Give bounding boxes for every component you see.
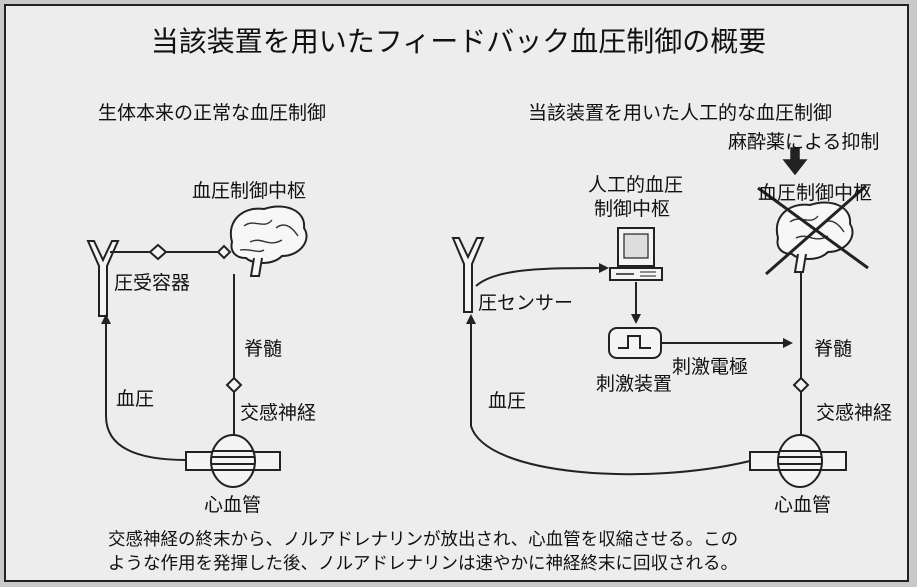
left-spinal-label: 脊髄: [244, 338, 283, 360]
left-control-center-label: 血圧制御中枢: [192, 180, 307, 202]
left-vessel-label: 心血管: [204, 494, 262, 516]
caption-line-2: ような作用を発揮した後、ノルアドレナリンは速やかに神経終末に回収される。: [108, 554, 738, 574]
right-vessel-label: 心血管: [774, 494, 832, 516]
sensor-signal-arrow: [475, 263, 609, 287]
stimulator-icon: [608, 327, 662, 359]
caption-line-1: 交感神経の終末から、ノルアドレナリンが放出され、心血管を収縮させる。この: [108, 530, 739, 550]
brain-icon: [229, 205, 308, 277]
diagram-canvas: [86, 147, 869, 488]
synapse-diamond: [225, 376, 243, 394]
synapse-diamond: [792, 376, 810, 394]
left-nerve-label: 交感神経: [240, 402, 317, 424]
pressure-sensor-label: 圧センサー: [478, 292, 574, 314]
blood-pressure-arrow: [101, 314, 187, 461]
baroreceptor-icon: [86, 240, 120, 317]
right-subtitle: 当該装置を用いた人工的な血圧制御: [528, 102, 833, 124]
inhibition-cross: [757, 186, 869, 270]
blood-vessel-icon: [749, 434, 847, 488]
baroreceptor-label: 圧受容器: [114, 272, 191, 294]
diagram-panel: 当該装置を用いたフィードバック血圧制御の概要 生体本来の正常な血圧制御 当該装置…: [4, 4, 909, 582]
left-blood-pressure-label: 血圧: [116, 388, 155, 410]
anesthesia-label: 麻酔薬による抑制: [728, 131, 880, 153]
right-blood-pressure-label: 血圧: [488, 390, 527, 412]
stimulator-label: 刺激装置: [596, 373, 673, 395]
right-nerve-label: 交感神経: [816, 402, 893, 424]
pressure-sensor-icon: [451, 237, 485, 313]
artificial-center-label-1: 人工的血圧: [588, 174, 684, 196]
electrode-label: 刺激電極: [672, 356, 749, 378]
right-spinal-label: 脊髄: [814, 338, 853, 360]
blood-pressure-arrow: [466, 314, 751, 476]
right-control-center-label: 血圧制御中枢: [758, 182, 873, 204]
artificial-center-label-2: 制御中枢: [594, 198, 671, 220]
blood-vessel-icon: [185, 434, 281, 488]
diagram-title: 当該装置を用いたフィードバック血圧制御の概要: [150, 25, 767, 58]
anesthesia-arrow: [782, 147, 808, 176]
synapse-diamond: [148, 243, 168, 261]
inhibition-cross: [765, 184, 867, 276]
suppressed-brain-icon: [775, 201, 854, 273]
left-subtitle: 生体本来の正常な血圧制御: [98, 102, 327, 124]
computer-icon: [609, 227, 663, 281]
synapse-diamond: [216, 244, 232, 260]
